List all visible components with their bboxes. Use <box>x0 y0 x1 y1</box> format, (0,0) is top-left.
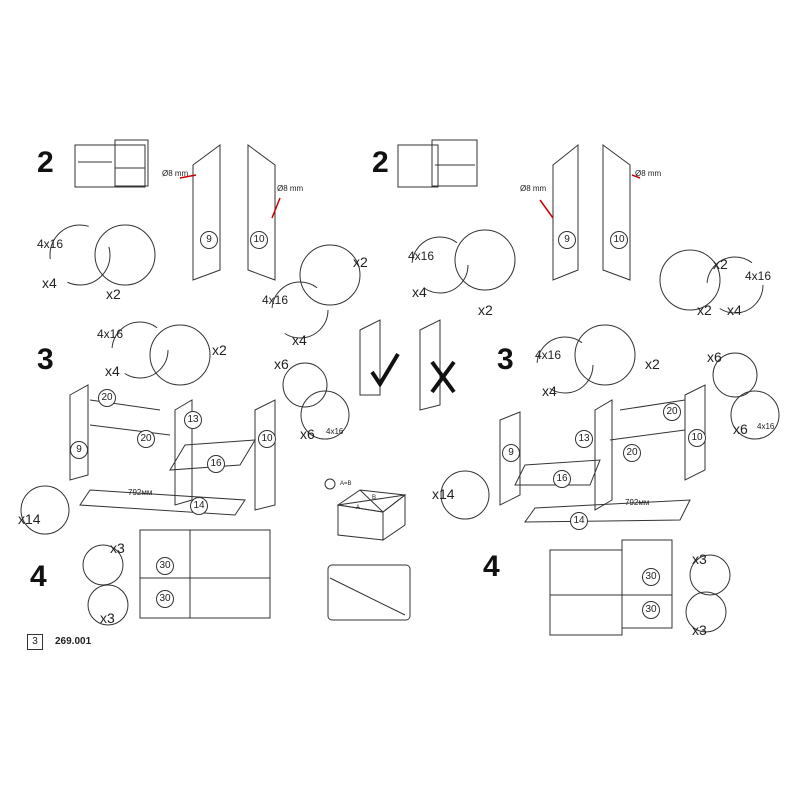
quantity: x3 <box>692 551 707 567</box>
panel-10-left <box>247 144 276 281</box>
part-number: 16 <box>207 455 225 473</box>
quantity: x2 <box>713 256 728 272</box>
product-code: 269.001 <box>55 636 92 647</box>
part-number: 16 <box>553 470 571 488</box>
part-number: 20 <box>623 444 641 462</box>
quantity: x3 <box>110 540 125 556</box>
part-number: 14 <box>570 512 588 530</box>
quantity: x14 <box>432 486 455 502</box>
screw-size: 4x16 <box>97 327 124 341</box>
dimension-label: 792мм <box>128 488 153 497</box>
quantity: x2 <box>645 356 660 372</box>
screw-size: 4x16 <box>535 348 562 362</box>
quantity: x4 <box>542 383 557 399</box>
part-number: 13 <box>184 411 202 429</box>
part-number: 20 <box>663 403 681 421</box>
quantity: x6 <box>733 421 748 437</box>
screw-size: 4x16 <box>326 427 344 436</box>
quantity: x6 <box>300 426 315 442</box>
quantity: x4 <box>292 332 307 348</box>
panel-10-right <box>602 144 631 281</box>
quantity: x2 <box>478 302 493 318</box>
part-number: 9 <box>70 441 88 459</box>
part-number: 30 <box>642 568 660 586</box>
drill-size: Ø8 mm <box>162 169 189 178</box>
part-number: 9 <box>502 444 520 462</box>
quantity: x4 <box>412 284 427 300</box>
quantity: x6 <box>707 349 722 365</box>
screw-size: 4x16 <box>37 237 64 251</box>
diagonal-a-label: A <box>356 505 361 511</box>
quantity: x4 <box>105 363 120 379</box>
quantity: x4 <box>727 302 742 318</box>
quantity: x14 <box>18 511 41 527</box>
step-number: 2 <box>372 146 389 179</box>
part-number: 20 <box>98 389 116 407</box>
panel-9-left <box>192 144 221 281</box>
part-number: 30 <box>156 590 174 608</box>
step-number: 3 <box>497 343 514 376</box>
part-number: 13 <box>575 430 593 448</box>
part-number: 9 <box>200 231 218 249</box>
quantity: x2 <box>697 302 712 318</box>
quantity: x4 <box>42 275 57 291</box>
drill-size: Ø8 mm <box>635 169 662 178</box>
quantity: x2 <box>353 254 368 270</box>
screw-size: 4x16 <box>745 269 772 283</box>
drill-size: Ø8 mm <box>277 184 304 193</box>
part-number: 30 <box>156 557 174 575</box>
page-number: 3 <box>27 634 43 650</box>
part-number: 14 <box>190 497 208 515</box>
quantity: x2 <box>106 286 121 302</box>
quantity: x2 <box>212 342 227 358</box>
part-number: 20 <box>137 430 155 448</box>
part-number: 10 <box>610 231 628 249</box>
cabinet-thumbnail-right <box>397 139 478 188</box>
step-number: 3 <box>37 343 54 376</box>
step-number: 4 <box>483 550 500 583</box>
quantity: x3 <box>100 610 115 626</box>
dimension-label: 792мм <box>625 498 650 507</box>
part-number: 30 <box>642 601 660 619</box>
cabinet-thumbnail-left <box>74 139 149 188</box>
step-number: 2 <box>37 146 54 179</box>
diagonal-equal-label: A=B <box>340 481 352 487</box>
screw-size: 4x16 <box>262 293 289 307</box>
part-number: 10 <box>258 430 276 448</box>
step-number: 4 <box>30 560 47 593</box>
panel-9-right <box>552 143 579 281</box>
quantity: x3 <box>692 622 707 638</box>
part-number: 10 <box>250 231 268 249</box>
screw-size: 4x16 <box>757 422 775 431</box>
part-number: 10 <box>688 429 706 447</box>
quantity: x6 <box>274 356 289 372</box>
drill-size: Ø8 mm <box>520 184 547 193</box>
screw-size: 4x16 <box>408 249 435 263</box>
part-number: 9 <box>558 231 576 249</box>
diagonal-b-label: B <box>372 495 377 501</box>
